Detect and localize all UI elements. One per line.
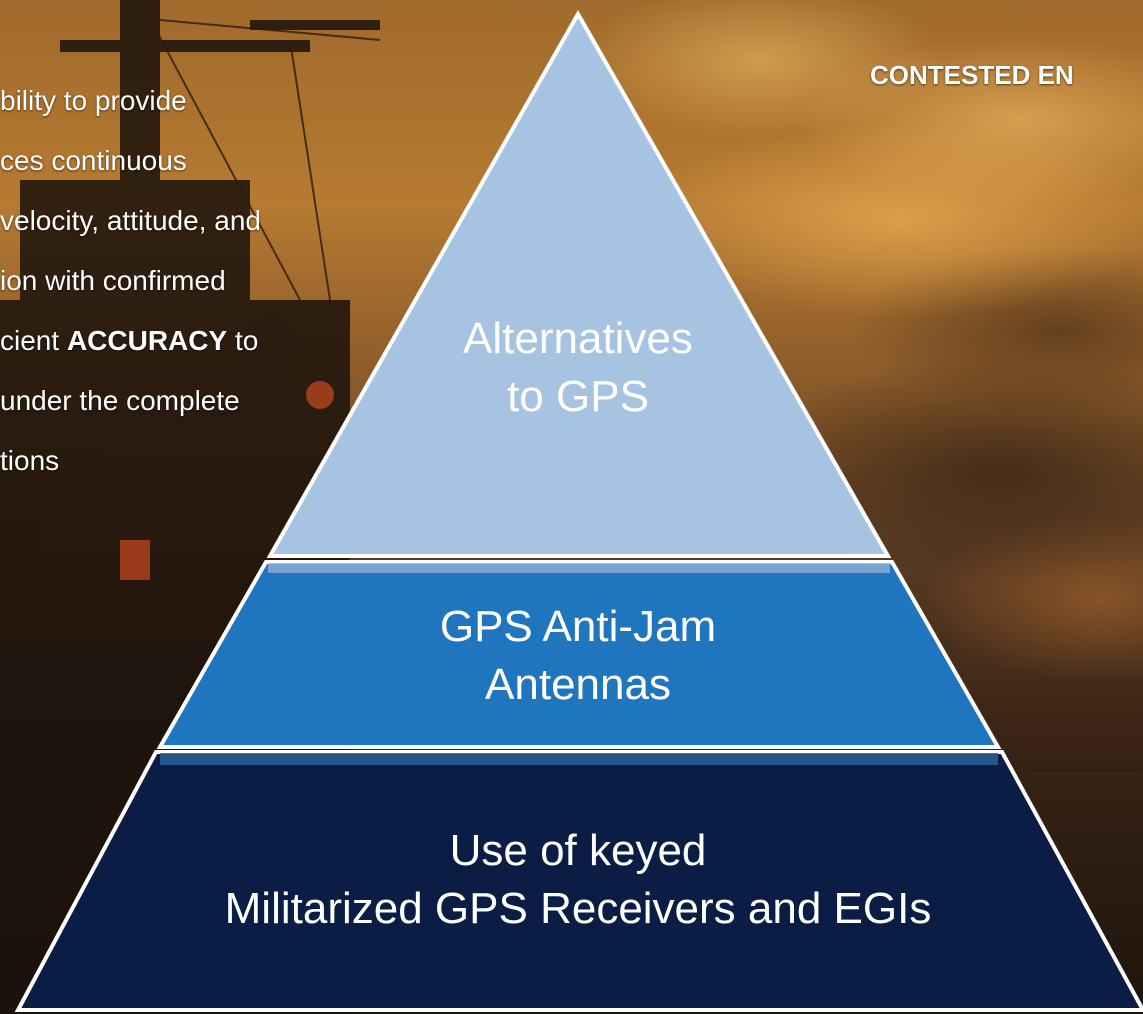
bottom-tier-line: Militarized GPS Receivers and EGIs: [224, 884, 932, 933]
accuracy-emphasis: ACCURACY: [66, 325, 228, 356]
bottom-tier-line: Use of keyed: [449, 826, 707, 875]
middle-tier-label: GPS Anti-Jam Antennas: [376, 598, 780, 714]
intro-line: under the complete: [0, 385, 240, 416]
bottom-tier-label: Use of keyed Militarized GPS Receivers a…: [156, 822, 1000, 938]
intro-line: ion with confirmed: [0, 265, 226, 296]
middle-tier-line: Antennas: [485, 660, 671, 709]
top-tier-line: to GPS: [507, 372, 649, 421]
pyramid-middle-tier: [156, 560, 1002, 749]
intro-text-segment: cient: [0, 325, 67, 356]
intro-line: tions: [0, 445, 60, 476]
intro-paragraph: bility to provide ces continuous velocit…: [0, 56, 370, 506]
pyramid-bottom-tier: [14, 750, 1143, 1012]
top-tier-line: Alternatives: [463, 314, 693, 363]
intro-line: bility to provide: [0, 85, 187, 116]
middle-tier-line: GPS Anti-Jam: [439, 602, 717, 651]
intro-line: cient ACCURACY to: [0, 326, 370, 356]
intro-line: ces continuous: [0, 145, 187, 176]
bottom-tier-accent-stripe: [160, 753, 998, 765]
middle-tier-accent-stripe: [268, 563, 890, 573]
intro-text-segment: to: [227, 325, 259, 356]
pyramid-top-tier: [266, 9, 892, 558]
intro-line: velocity, attitude, and: [0, 205, 261, 236]
contested-environment-heading: CONTESTED EN: [870, 60, 1074, 90]
top-tier-label: Alternatives to GPS: [426, 310, 730, 426]
